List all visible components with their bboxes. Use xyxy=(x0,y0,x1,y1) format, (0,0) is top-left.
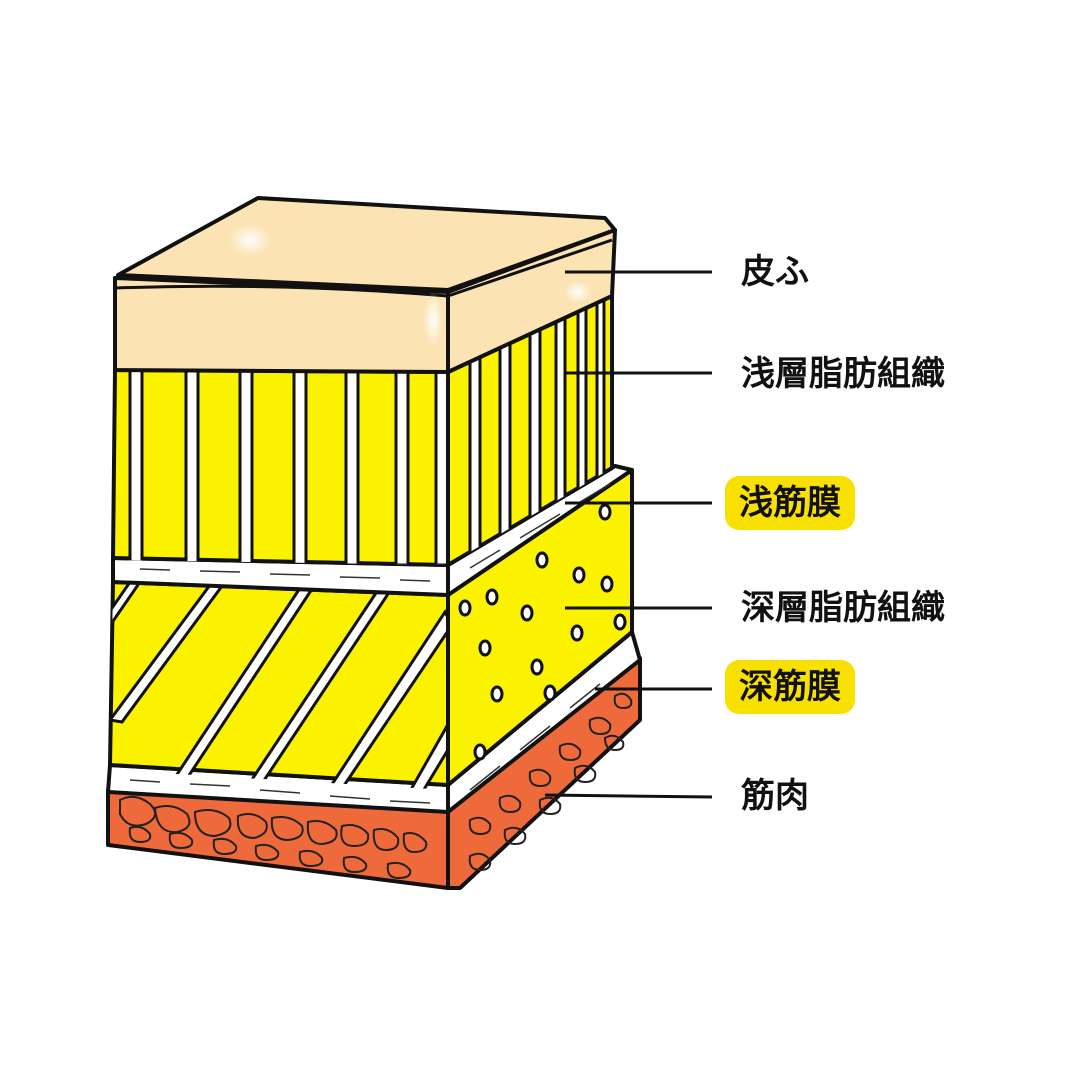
label-deep-fat: 深層脂肪組織 xyxy=(741,588,945,628)
muscle-layer xyxy=(106,656,642,890)
label-superficial-fascia: 浅筋膜 xyxy=(725,476,855,530)
label-deep-fascia: 深筋膜 xyxy=(725,660,855,714)
label-muscle: 筋肉 xyxy=(741,776,809,816)
label-skin: 皮ふ xyxy=(741,252,809,292)
leader-lines xyxy=(544,270,713,799)
label-superficial-fat: 浅層脂肪組織 xyxy=(741,354,945,394)
deep-fat-layer xyxy=(108,468,634,790)
skin-layer xyxy=(113,196,617,374)
